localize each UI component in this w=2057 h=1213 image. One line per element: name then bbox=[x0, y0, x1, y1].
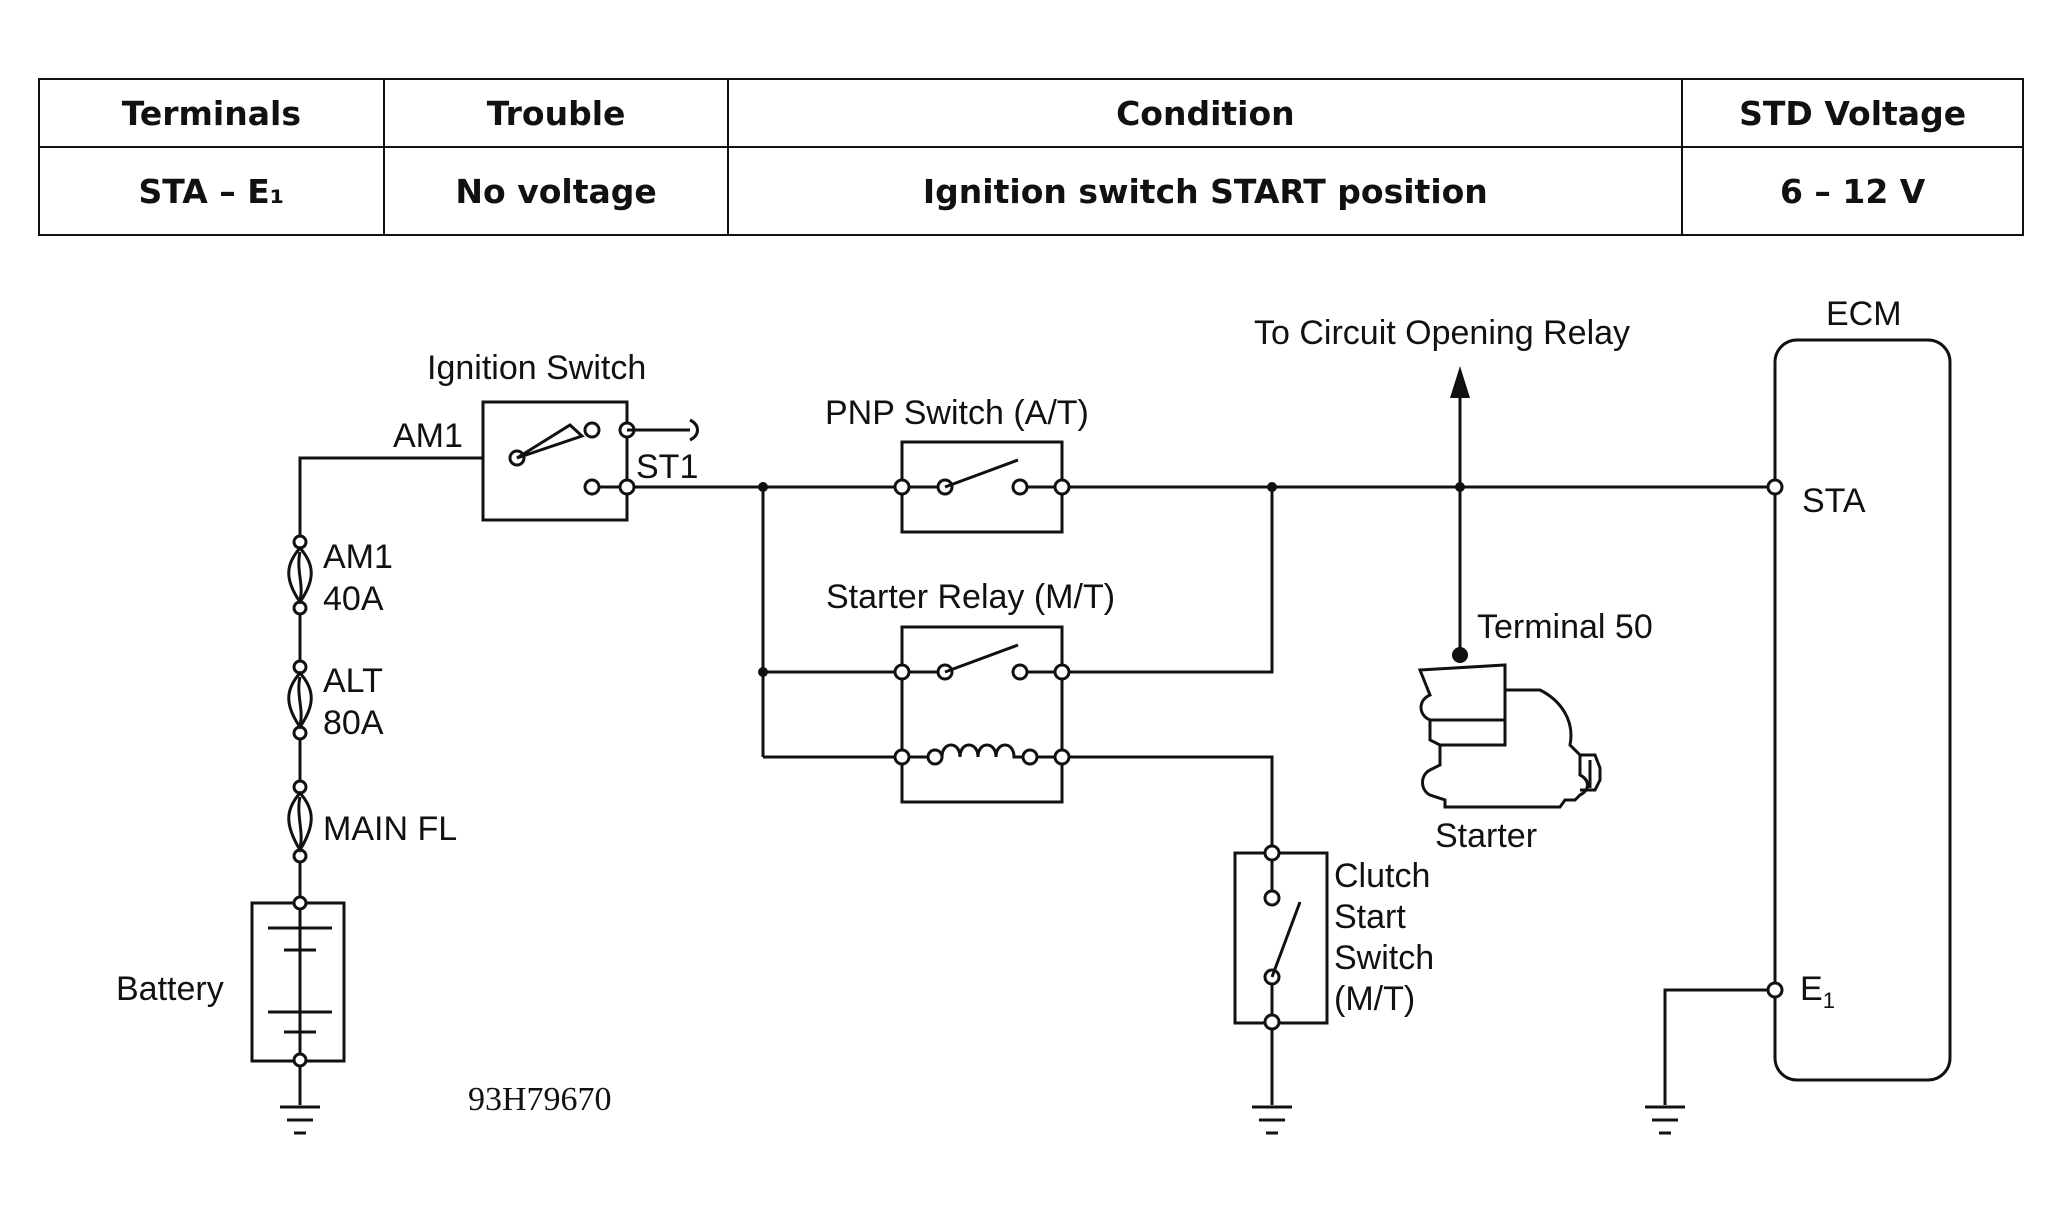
label-to-circuit-opening-relay: To Circuit Opening Relay bbox=[1254, 314, 1630, 352]
ground-icon bbox=[280, 1105, 320, 1135]
junctions bbox=[758, 482, 1468, 677]
wire-e1 bbox=[1663, 988, 1775, 1105]
junction-dot bbox=[758, 482, 768, 492]
junction-dot bbox=[1267, 482, 1277, 492]
label-fuse-alt-rating: 80A bbox=[323, 704, 384, 742]
clutch-switch-icon bbox=[1233, 844, 1329, 1105]
ground-icon bbox=[1645, 1105, 1685, 1135]
label-ecm-e1-sub: 1 bbox=[1823, 988, 1835, 1013]
fuse-main-icon bbox=[287, 779, 313, 864]
label-clutch-3: Switch bbox=[1334, 939, 1434, 977]
figure-code: 93H79670 bbox=[468, 1081, 612, 1118]
label-ecm-sta: STA bbox=[1802, 482, 1866, 520]
table-header-row: Terminals Trouble Condition STD Voltage bbox=[38, 78, 2024, 148]
label-fuse-am1-name: AM1 bbox=[323, 538, 393, 576]
label-fuse-am1-rating: 40A bbox=[323, 580, 384, 618]
starter-motor-icon bbox=[1417, 663, 1602, 809]
spec-table: Terminals Trouble Condition STD Voltage … bbox=[38, 78, 2024, 236]
label-clutch-2: Start bbox=[1334, 898, 1406, 936]
junction-dot bbox=[1455, 482, 1465, 492]
fuse-am1-icon bbox=[287, 534, 313, 616]
wire-coil-out bbox=[1062, 755, 1274, 847]
header-std-voltage: STD Voltage bbox=[1681, 78, 2024, 148]
junction-dot bbox=[1452, 647, 1468, 663]
fuse-alt-icon bbox=[287, 659, 313, 741]
ecm-box bbox=[1766, 338, 1952, 1082]
label-am1: AM1 bbox=[393, 417, 463, 455]
label-ignition-switch: Ignition Switch bbox=[427, 349, 646, 387]
label-clutch-1: Clutch bbox=[1334, 857, 1430, 895]
cell-condition: Ignition switch START position bbox=[727, 146, 1684, 236]
label-ecm: ECM bbox=[1826, 295, 1902, 333]
label-ecm-e1-letter: E bbox=[1800, 970, 1823, 1008]
label-clutch-4: (M/T) bbox=[1334, 980, 1415, 1018]
wire-am1 bbox=[298, 456, 507, 897]
cell-trouble: No voltage bbox=[382, 146, 730, 236]
junction-dot bbox=[758, 667, 768, 677]
header-trouble: Trouble bbox=[382, 78, 730, 148]
header-terminals: Terminals bbox=[38, 78, 385, 148]
arrow-up-icon bbox=[1450, 366, 1470, 398]
label-starter: Starter bbox=[1435, 817, 1537, 855]
ground-icon bbox=[1252, 1105, 1292, 1135]
table-row: STA – E₁ No voltage Ignition switch STAR… bbox=[38, 146, 2024, 236]
label-pnp-switch: PNP Switch (A/T) bbox=[825, 394, 1089, 432]
label-starter-relay: Starter Relay (M/T) bbox=[826, 578, 1115, 616]
pnp-switch-icon bbox=[893, 440, 1071, 534]
ignition-switch-icon bbox=[481, 400, 699, 522]
starter-relay-icon bbox=[893, 625, 1071, 804]
header-condition: Condition bbox=[727, 78, 1684, 148]
label-battery: Battery bbox=[116, 970, 224, 1008]
wire-relay-out bbox=[1062, 487, 1274, 674]
label-ecm-e1: E1 bbox=[1800, 970, 1835, 1013]
label-st1: ST1 bbox=[636, 448, 698, 486]
label-terminal-50: Terminal 50 bbox=[1477, 608, 1653, 646]
cell-terminals: STA – E₁ bbox=[38, 146, 385, 236]
label-fuse-main: MAIN FL bbox=[323, 810, 457, 848]
battery-icon bbox=[250, 895, 346, 1105]
cell-voltage: 6 – 12 V bbox=[1681, 146, 2024, 236]
label-fuse-alt-name: ALT bbox=[323, 662, 383, 700]
